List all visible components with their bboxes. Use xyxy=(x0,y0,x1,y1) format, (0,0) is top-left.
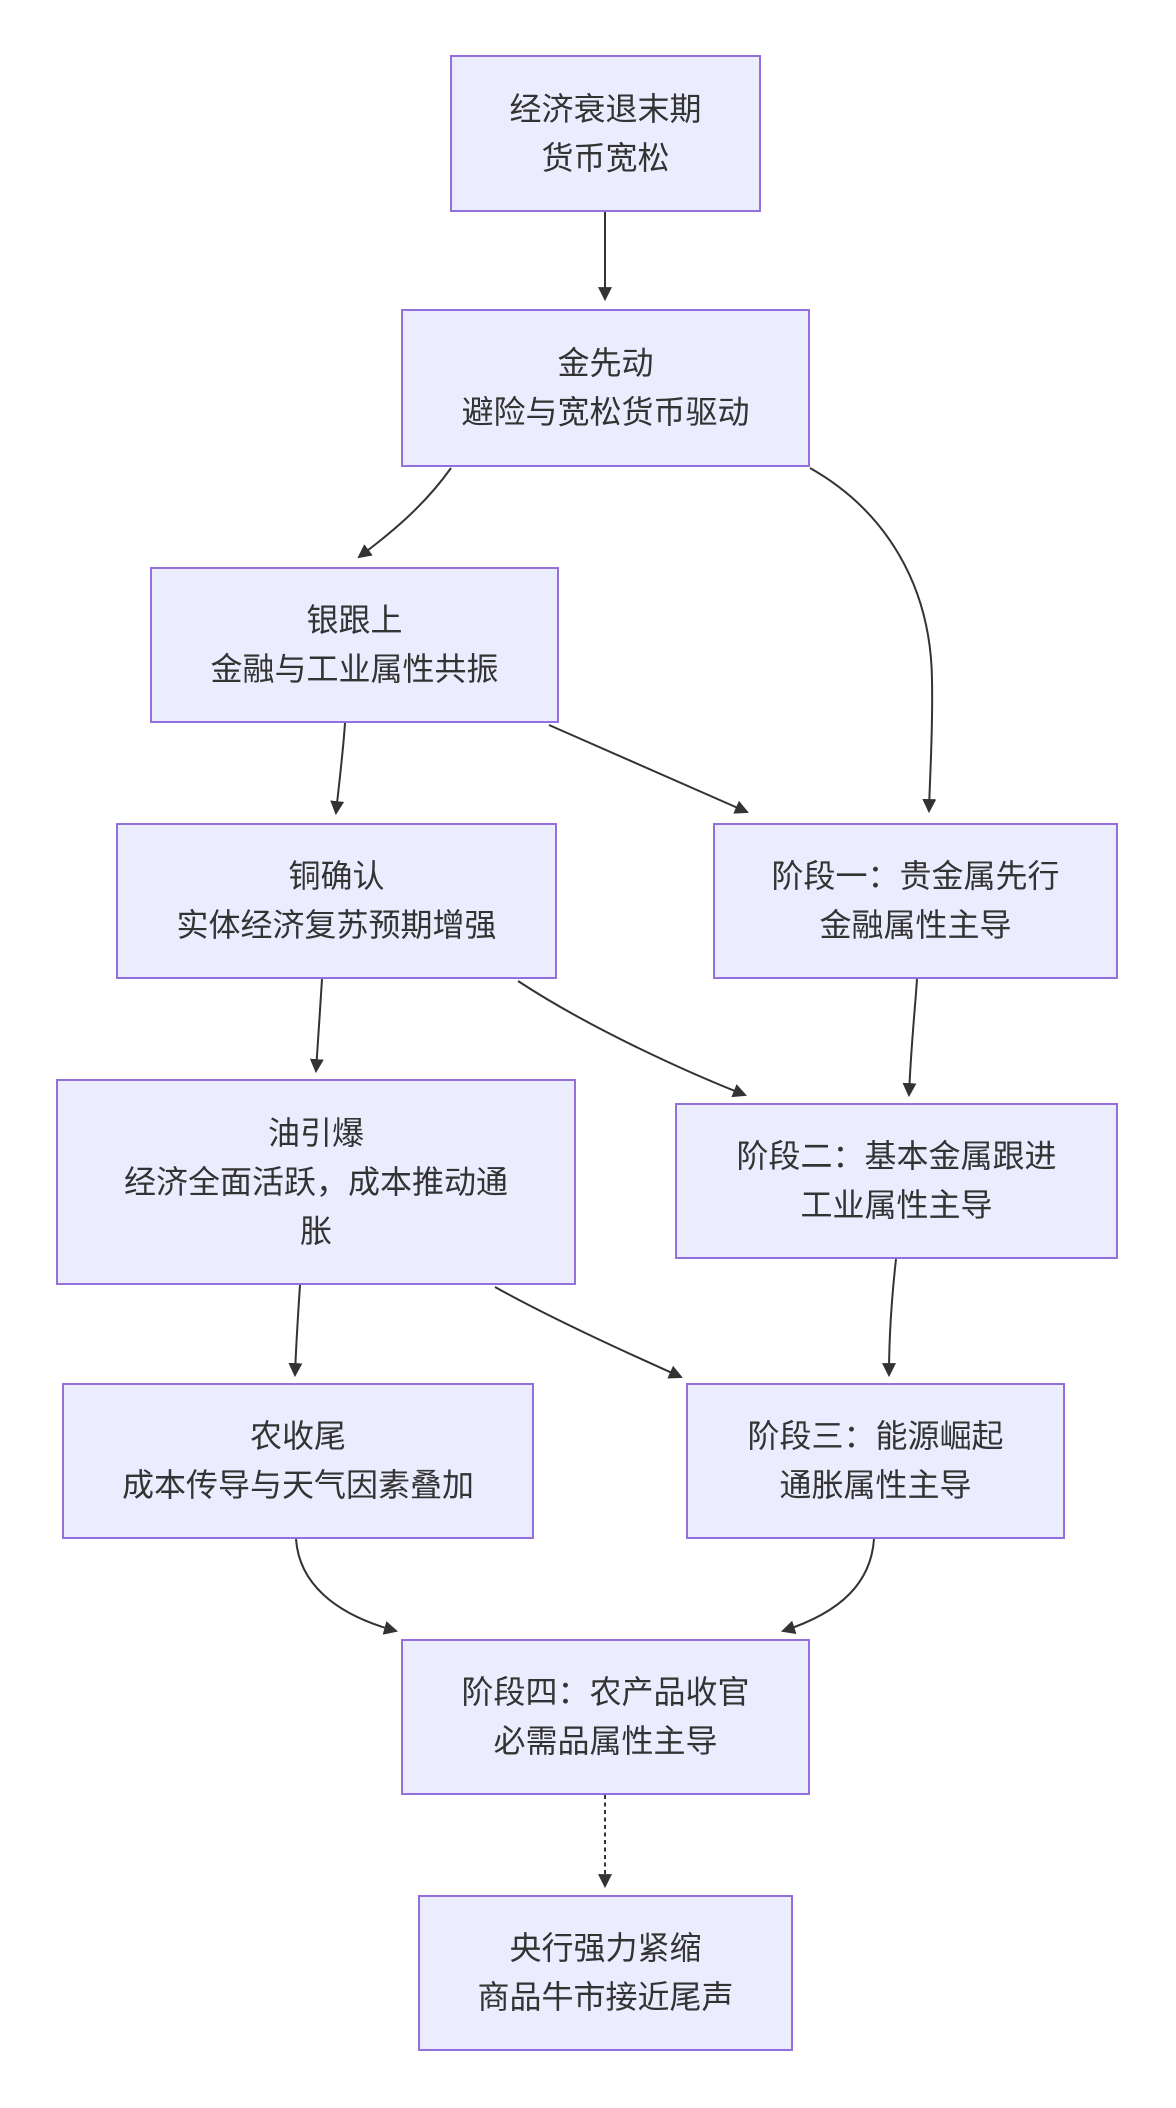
node-harvest: 农收尾 成本传导与天气因素叠加 xyxy=(62,1383,534,1539)
node-label-line: 经济衰退末期 xyxy=(509,90,702,127)
node-label-line: 银跟上 xyxy=(306,602,403,638)
node-label-line: 工业属性主导 xyxy=(800,1187,993,1223)
node-label-line: 胀 xyxy=(299,1212,332,1249)
node-stage2: 阶段二：基本金属跟进 工业属性主导 xyxy=(675,1103,1118,1259)
node-label-line: 阶段四：农产品收官 xyxy=(461,1674,750,1710)
edge-stage1-stage2 xyxy=(902,978,918,1098)
edge-gold-silver xyxy=(357,467,452,559)
edge-copper-oil xyxy=(309,978,324,1074)
node-label-line: 成本传导与天气因素叠加 xyxy=(121,1467,474,1503)
edge-copper-stage2 xyxy=(517,980,747,1098)
node-label-line: 货币宽松 xyxy=(541,139,670,176)
node-recession: 经济衰退末期 货币宽松 xyxy=(450,55,761,212)
edge-silver-copper xyxy=(330,722,346,816)
node-tightening: 央行强力紧缩 商品牛市接近尾声 xyxy=(418,1895,793,2051)
node-label-line: 阶段一：贵金属先行 xyxy=(771,858,1060,894)
edge-harvest-stage4 xyxy=(295,1538,399,1635)
node-label-line: 金融属性主导 xyxy=(819,907,1012,943)
node-label-line: 必需品属性主导 xyxy=(493,1723,718,1759)
edge-silver-stage1 xyxy=(548,724,749,814)
edge-stage3-stage4 xyxy=(781,1538,875,1635)
node-oil: 油引爆 经济全面活跃，成本推动通 胀 xyxy=(56,1079,576,1285)
node-label-line: 铜确认 xyxy=(288,858,385,894)
edge-oil-harvest xyxy=(288,1284,303,1378)
node-copper: 铜确认 实体经济复苏预期增强 xyxy=(116,823,557,979)
node-label-line: 油引爆 xyxy=(267,1114,364,1151)
node-stage1: 阶段一：贵金属先行 金融属性主导 xyxy=(713,823,1118,979)
node-label-line: 金融与工业属性共振 xyxy=(210,651,499,687)
edge-gold-stage1 xyxy=(809,467,937,814)
node-label-line: 经济全面活跃，成本推动通 xyxy=(123,1163,508,1200)
node-silver: 银跟上 金融与工业属性共振 xyxy=(150,567,559,723)
node-label-line: 阶段二：基本金属跟进 xyxy=(736,1138,1057,1174)
node-label-line: 避险与宽松货币驱动 xyxy=(461,394,750,430)
node-gold: 金先动 避险与宽松货币驱动 xyxy=(401,309,810,467)
node-stage4: 阶段四：农产品收官 必需品属性主导 xyxy=(401,1639,810,1795)
node-label-line: 实体经济复苏预期增强 xyxy=(176,907,497,943)
node-label-line: 商品牛市接近尾声 xyxy=(477,1979,734,2015)
edge-stage2-stage3 xyxy=(882,1258,897,1378)
node-label-line: 央行强力紧缩 xyxy=(509,1930,702,1966)
node-label-line: 阶段三：能源崛起 xyxy=(747,1418,1004,1454)
node-stage3: 阶段三：能源崛起 通胀属性主导 xyxy=(686,1383,1065,1539)
edge-oil-stage3 xyxy=(494,1286,683,1379)
node-label-line: 金先动 xyxy=(557,345,654,381)
node-label-line: 农收尾 xyxy=(249,1418,346,1454)
node-label-line: 通胀属性主导 xyxy=(779,1467,972,1503)
